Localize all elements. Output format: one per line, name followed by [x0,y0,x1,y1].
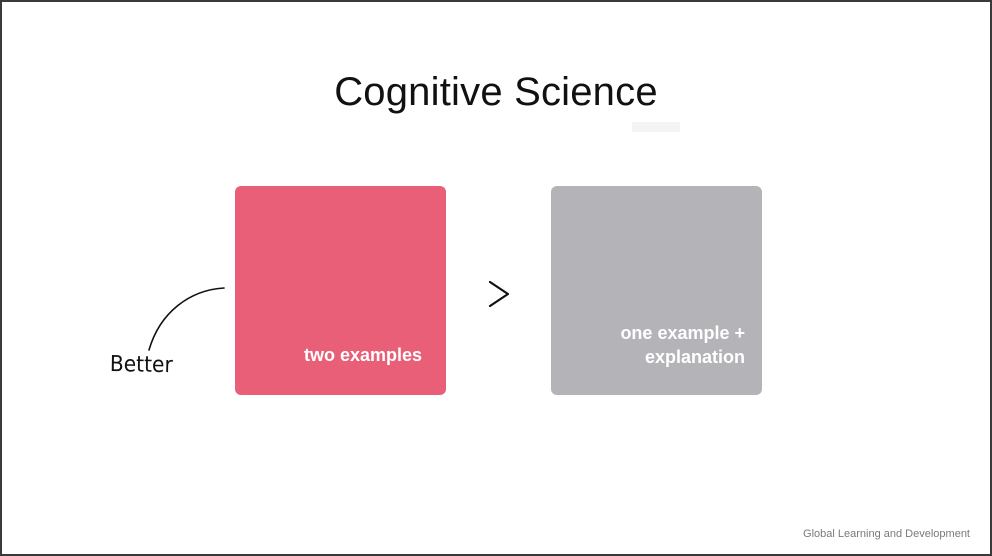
footer-text: Global Learning and Development [803,528,970,540]
annotation-arc-icon [148,287,225,351]
one-example-label-line2: explanation [644,347,745,367]
two-examples-box: two examples [235,186,446,395]
one-example-explanation-label: one example + explanation [620,321,745,369]
one-example-explanation-box: one example + explanation [551,186,762,395]
decorative-smudge [632,122,680,132]
one-example-label-line1: one example + [620,323,745,343]
better-annotation: Better [109,352,173,379]
greater-than-icon [488,280,510,308]
slide-title: Cognitive Science [334,70,658,114]
two-examples-label: two examples [303,345,422,365]
